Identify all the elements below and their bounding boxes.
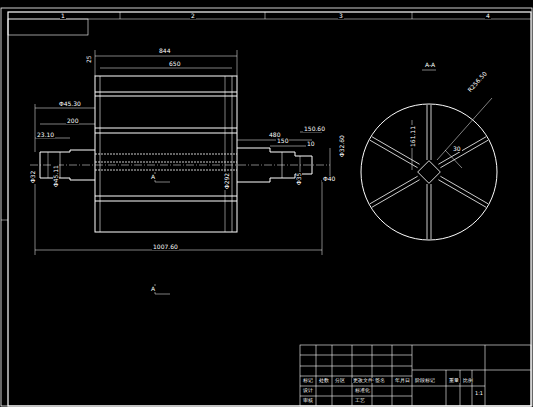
dimension-label: 30 — [452, 146, 462, 152]
dimension-label: A — [150, 174, 156, 180]
dimension-label: 150 — [276, 138, 289, 144]
dimension-label: 1007.60 — [152, 244, 179, 250]
dimension-label: Φ45.11 — [53, 164, 59, 188]
dimension-label: 10 — [306, 141, 316, 147]
dimension-label: A-A — [424, 62, 436, 68]
dimension-label: 阶段标记 — [414, 378, 436, 383]
dimension-label: 标记 — [302, 378, 314, 383]
dimension-label: Φ40 — [322, 176, 336, 182]
dimension-label: 分区 — [334, 378, 346, 383]
dimension-label: 重量 — [448, 378, 460, 383]
dimension-label: 处数 — [318, 378, 330, 383]
dimension-label: 签名 — [374, 378, 386, 383]
dimension-label: A — [150, 286, 156, 292]
dimension-label: 23.10 — [36, 132, 55, 138]
dimension-label: 2 — [190, 13, 196, 19]
dimension-label: R256.50 — [466, 70, 489, 94]
dimension-label: 1:1 — [474, 391, 484, 396]
dimension-label: Φ32 — [30, 170, 36, 184]
dimension-label: 844 — [158, 48, 171, 54]
dimension-label: 设计 — [302, 388, 314, 393]
dimension-label: 150.60 — [303, 126, 326, 132]
dimension-label: Φ45.30 — [58, 101, 82, 107]
dimension-label: Φ32.60 — [339, 134, 345, 158]
dimension-label: 161.11 — [410, 125, 416, 148]
dimension-label: 工艺 — [354, 398, 366, 403]
dimension-label: 3 — [338, 13, 344, 19]
dimension-label: 200 — [66, 118, 79, 124]
dimension-label: 1 — [60, 13, 66, 19]
dimension-label: 4 — [485, 13, 491, 19]
dimension-label: 标准化 — [354, 388, 371, 393]
dimension-label: Φ35 — [296, 172, 302, 186]
dimension-label: 650 — [168, 61, 181, 67]
dimension-label: 年月日 — [394, 378, 411, 383]
dimension-label: 审核 — [302, 398, 314, 403]
dimension-label: Φ292 — [224, 172, 230, 190]
dimension-label: 25 — [86, 54, 92, 64]
dimension-label: 比例 — [462, 378, 474, 383]
